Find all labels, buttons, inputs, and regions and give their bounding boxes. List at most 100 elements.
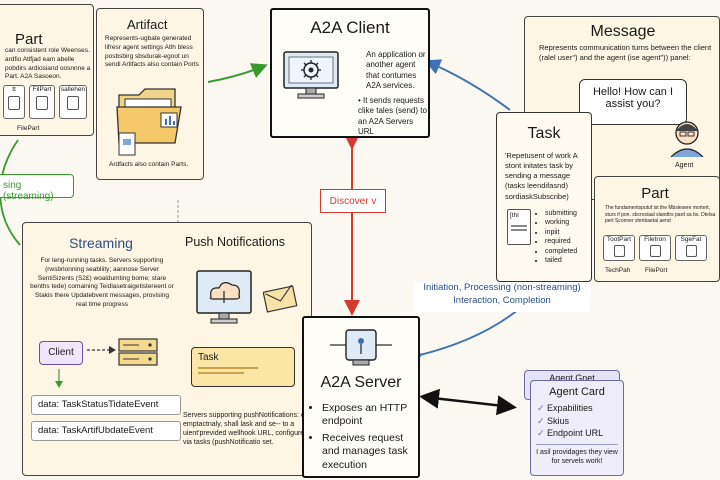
task-title: Task [527, 125, 561, 142]
a2a-client-bullet-text: It sends requests clike tales (send) to … [358, 96, 427, 137]
gear-monitor-icon [283, 51, 339, 99]
task-state-item: tailed [545, 256, 591, 265]
message-title: Message [590, 23, 656, 40]
client-box: Client [39, 341, 83, 365]
agent-card-item-label: Skius [547, 415, 570, 426]
task-state-item: submitting [545, 209, 591, 218]
push-task-box: Task [191, 347, 295, 387]
task-line [198, 367, 258, 369]
interaction-label-line2: Interaction, Completion [453, 294, 551, 306]
push-task-label: Task [198, 352, 219, 363]
check-icon: ✓ [537, 428, 548, 439]
part-right-chip-file-label: Filetron [644, 236, 666, 243]
doc-line [511, 228, 527, 231]
part-chip-text: tt [3, 85, 25, 119]
server-node-icon [330, 329, 392, 366]
client-task-blue-arrow [424, 59, 511, 111]
agent-card-back-title: Agent Gnet [549, 373, 595, 383]
agent-card-item: ✓ Skius [537, 415, 617, 428]
doc-icon [613, 245, 625, 257]
server-agentcard-arrow [419, 388, 517, 416]
part-chip-data: sallehen [59, 85, 87, 119]
interaction-label: Initiation, Processing (non-streaming) I… [414, 282, 590, 312]
task-state-item: working [545, 218, 591, 227]
part-chip-text-label: tt [12, 86, 16, 93]
part-card-top-left: Part can consistent role Weenses. ardfio… [0, 4, 94, 136]
part-right-chip-text-label: TootPart [606, 236, 632, 243]
part-right-chip-data: SgeFat [675, 235, 707, 261]
doc-line [511, 224, 527, 227]
task-doc-label: [thl [510, 212, 519, 219]
message-description: Represents communication turns between t… [539, 43, 712, 63]
doc-icon [8, 96, 20, 110]
server-stack-icon [118, 338, 158, 366]
agent-avatar-icon [670, 121, 704, 157]
part-right-title: Part [641, 185, 669, 202]
push-description: Servers supporting pushNotifications: c … [183, 412, 309, 447]
agent-label: Agent [675, 162, 694, 169]
file-icon [36, 96, 48, 110]
message-speech-bubble: Hello! How can I assist you? [579, 79, 687, 125]
artifact-caption: Ardfacts also contain Parts. [109, 161, 189, 168]
cloud-monitor-icon [196, 270, 252, 324]
check-icon: ✓ [537, 403, 548, 413]
server-bullet: Exposes an HTTP endpoint [322, 402, 416, 428]
part-caption: FilePart [17, 125, 40, 132]
part-card-right: Part The fundamentsputuf ist the Mbslese… [594, 176, 720, 282]
artifact-title: Artifact [127, 17, 168, 32]
artifact-card: Artifact Represents-ugbate generated lif… [96, 8, 204, 180]
a2a-client-description: An application or another agent that con… [366, 50, 426, 91]
check-icon: ✓ [537, 415, 548, 426]
message-card: Message Represents communication turns b… [524, 16, 720, 200]
agent-card[interactable]: Agent Card ✓ Expabilities ✓ Skius ✓ Endp… [530, 380, 624, 476]
a2a-server-card[interactable]: A2A Server Exposes an HTTP endpoint Rece… [302, 316, 420, 478]
server-bullet: Receives request and manages task execut… [322, 432, 416, 471]
part-description: can consistent role Weenses. ardfio Atlf… [5, 47, 91, 81]
streaming-connector-label: sing (streaming) [0, 174, 74, 202]
task-states-list: submitting working inpiit required compl… [535, 209, 591, 266]
artifact-to-client-arrow [207, 63, 268, 83]
task-description: 'Repetusent of work A stont initates tas… [505, 151, 578, 201]
a2a-client-card[interactable]: A2A Client An application or another age… [270, 8, 430, 138]
artifact-description: Represents-ugbate generated lifresr agen… [105, 35, 199, 69]
agent-card-note: I asil providages they view for servels … [536, 443, 618, 466]
task-state-item: completed [545, 247, 591, 256]
a2a-server-title: A2A Server [320, 374, 402, 391]
task-card: Task 'Repetusent of work A stont initate… [496, 112, 592, 282]
folder-icon [116, 88, 182, 156]
streaming-push-panel: Streaming For leng-running tasks. Server… [22, 222, 312, 476]
data-icon [67, 96, 79, 110]
a2a-client-bullet: • It sends requests clike tales (send) t… [358, 96, 430, 138]
data-icon [685, 245, 697, 257]
part-right-caption-1: TechPah [605, 267, 631, 274]
task-line [198, 372, 244, 374]
agent-card-items: ✓ Expabilities ✓ Skius ✓ Endpoint URL [537, 402, 617, 440]
agent-card-title: Agent Card [549, 386, 605, 398]
part-chip-file-label: FilPart [32, 86, 52, 93]
push-title: Push Notifications [185, 235, 286, 249]
agent-card-item: ✓ Endpoint URL [537, 427, 617, 440]
streaming-title: Streaming [69, 235, 133, 251]
part-chip-file: FilPart [29, 85, 55, 119]
task-document-icon: [thl [507, 209, 531, 245]
client-to-server-arrow [87, 346, 116, 354]
discover-label: Discover v [320, 189, 386, 213]
part-chip-data-label: sallehen [60, 86, 86, 93]
agent-card-item: ✓ Expabilities [537, 402, 617, 415]
part-right-caption-2: FilePort [645, 267, 668, 274]
stream-down-arrow [55, 369, 63, 388]
bullet-dot: • [358, 96, 361, 105]
agent-card-item-label: Endpoint URL [547, 428, 604, 439]
streaming-description: For leng-running tasks. Servers supporti… [30, 257, 174, 308]
part-right-chip-text: TootPart [603, 235, 635, 261]
part-title: Part [15, 31, 43, 48]
artifact-update-event: data: TaskArtifUbdateEvent [31, 421, 181, 441]
envelope-icon [263, 285, 298, 313]
task-state-item: required [545, 237, 591, 246]
file-icon [649, 245, 661, 257]
agent-card-item-label: Expabilities [547, 403, 593, 413]
status-update-event: data: TaskStatusTidateEvent [31, 395, 181, 415]
task-state-item: inpiit [545, 228, 591, 237]
a2a-server-bullets: Exposes an HTTP endpoint Receives reques… [310, 402, 416, 472]
